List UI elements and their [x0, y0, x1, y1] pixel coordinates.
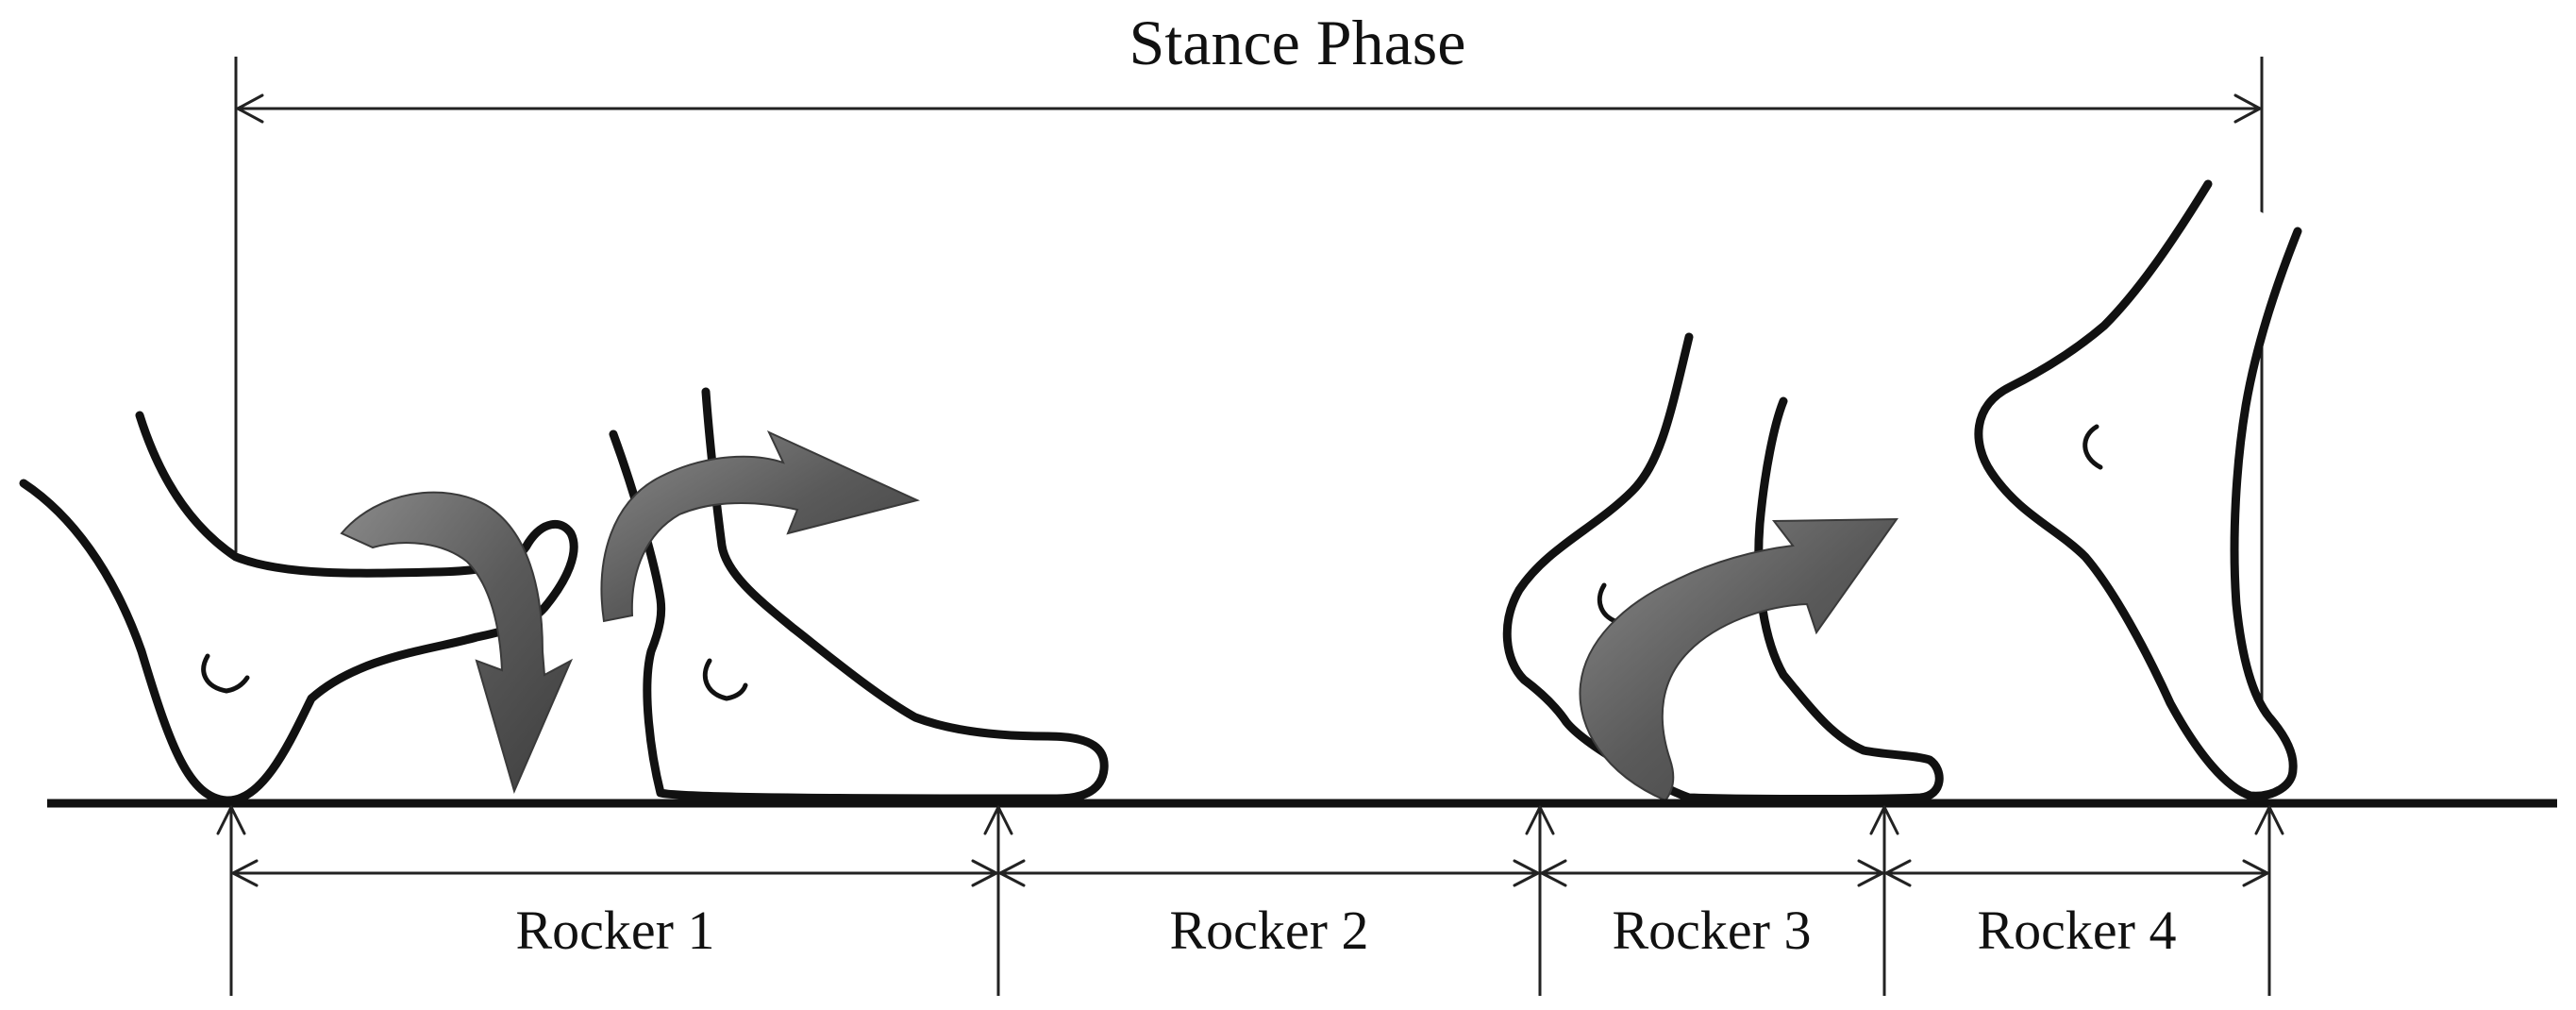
foot-toe-off — [1974, 179, 2302, 800]
foot-heel-strike — [19, 411, 578, 805]
stance-right-arrowhead — [2233, 93, 2262, 124]
rocker-marker-4-arrowhead — [1869, 805, 1899, 835]
rocker-span-4: Rocker 4 — [1884, 859, 2269, 961]
foot-foot-flat — [609, 387, 1109, 803]
rotation-arrow-rocker1-down — [340, 491, 574, 794]
rocker-span-1: Rocker 1 — [231, 859, 998, 961]
rocker-marker-5-arrowhead — [2254, 805, 2284, 835]
rocker-4-label: Rocker 4 — [1978, 900, 2177, 961]
stance-phase-title: Stance Phase — [1129, 7, 1466, 78]
rocker-marker-3-arrowhead — [1525, 805, 1555, 835]
rocker-3-label: Rocker 3 — [1613, 900, 1812, 961]
rocker-span-2: Rocker 2 — [998, 859, 1540, 961]
stance-phase-span — [234, 57, 2264, 802]
rocker-2-label: Rocker 2 — [1170, 900, 1369, 961]
stance-left-arrowhead — [236, 93, 264, 124]
rocker-marker-2-arrowhead — [983, 805, 1013, 835]
rotation-arrow-rocker3-up — [1579, 517, 1899, 802]
rotation-arrow-rocker1-up — [600, 429, 920, 623]
rocker-1-label: Rocker 1 — [516, 900, 715, 961]
rocker-marker-1-arrowhead — [216, 805, 246, 835]
rocker-span-3: Rocker 3 — [1540, 859, 1884, 961]
rocker-markers — [216, 805, 2284, 996]
